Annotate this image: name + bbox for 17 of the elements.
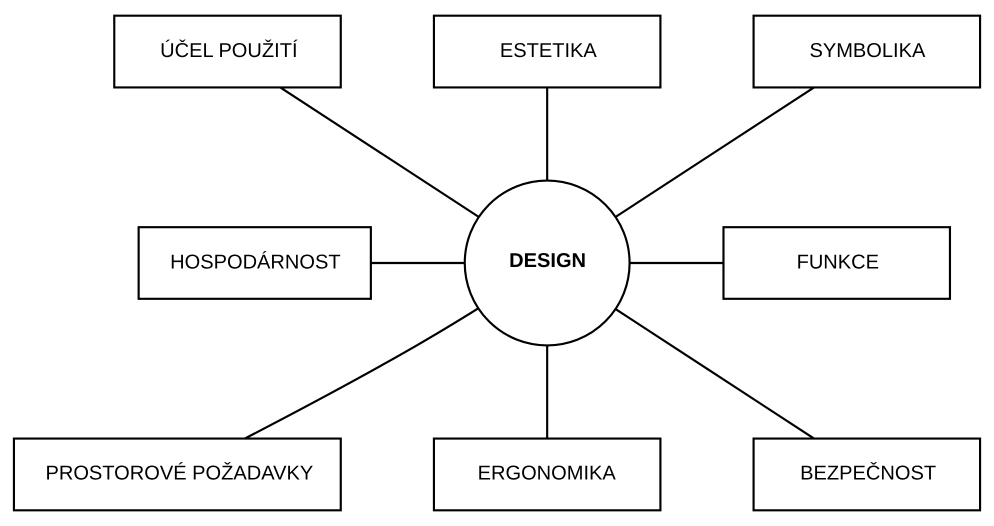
- node-box: ESTETIKA: [432, 14, 662, 88]
- node-box: ERGONOMIKA: [432, 438, 662, 512]
- node-circle: DESIGN: [464, 180, 631, 346]
- node-box: ÚČEL POUŽITÍ: [113, 14, 342, 88]
- node-box: HOSPODÁRNOST: [138, 226, 372, 300]
- connector: [371, 262, 465, 264]
- connector: [615, 308, 814, 440]
- connector: [615, 86, 815, 218]
- connector: [280, 86, 480, 218]
- node-box: PROSTOROVÉ POŽADAVKY: [12, 438, 342, 512]
- connector: [630, 262, 724, 264]
- node-box: FUNKCE: [722, 226, 952, 300]
- connector: [546, 87, 548, 180]
- node-box: BEZPEČNOST: [752, 438, 982, 512]
- node-box: SYMBOLIKA: [752, 14, 982, 88]
- connector: [546, 346, 548, 439]
- connector: [244, 308, 479, 440]
